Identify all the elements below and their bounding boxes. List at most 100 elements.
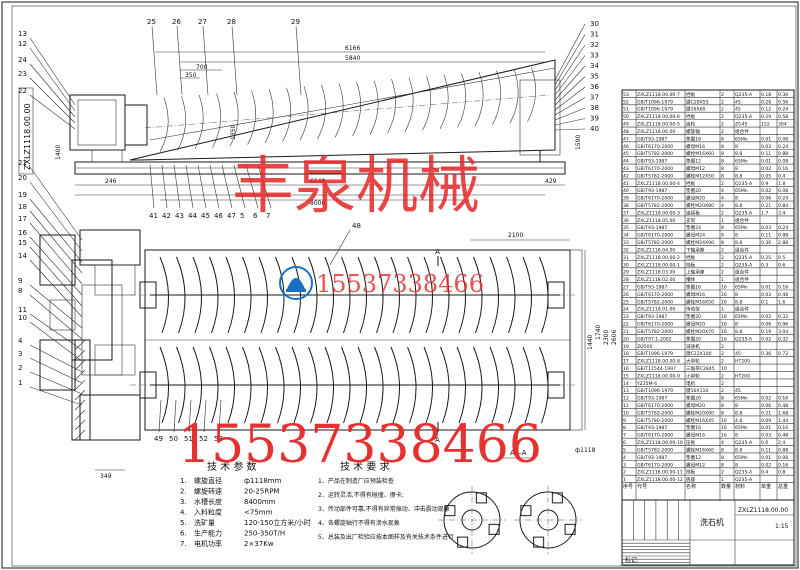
bom-cell: 16 [721,292,727,298]
bom-cell: 0.16 [778,462,788,468]
screw-flight [407,346,417,424]
bom-cell: Q235-A [735,114,753,120]
bom-cell: 0.32 [778,314,788,320]
bom-cell: 4 [721,203,724,209]
bom-cell: 2 [721,114,724,120]
bom-cell: 螺栓M24X90 [686,239,714,246]
bom-cell: 0.36 [761,240,771,246]
bom-cell: 垫圈16 [686,135,701,142]
bom-cell: 0.56 [778,99,788,105]
bom-cell: ZXLZ1118.00.00-6 [637,114,680,120]
bom-cell: 0.88 [778,447,788,453]
callout-number: 34 [590,62,599,70]
bom-cell: 46 [623,144,629,150]
bom-cell: 18 [623,351,629,357]
bom-cell: 0.8 [778,470,785,476]
screw-flight [473,256,483,334]
screw-flight [299,86,309,141]
bom-cell: 8.8 [735,299,742,305]
dim-6166: 6166 [345,45,360,52]
section-blade [551,492,563,504]
callout-number: 30 [590,20,599,28]
screw-flight [489,256,500,334]
bom-cell: 43 [623,166,629,172]
tech-param-value: 250-350T/H [244,530,285,538]
screw-flight [258,346,269,424]
bom-cell: 26 [623,292,629,298]
bom-cell: 0.6 [761,440,768,446]
bom-cell: 22 [623,322,629,328]
bom-cell: 8.8 [735,447,742,453]
drawing-number-rotated: ZXLZ1118.00.00 [23,103,32,170]
screw-flight [308,346,318,424]
bom-cell: 0.25 [761,255,771,261]
bom-cell: 16 [721,433,727,439]
bom-cell: 螺栓M16X60 [686,446,714,453]
bom-cell: Q235-A [735,470,753,476]
bom-cell: 螺母M16 [686,143,705,150]
bom-cell: 34 [623,233,629,239]
bom-cell: 压板 [686,439,696,446]
bom-cell: 65Mn [735,285,748,291]
bom-cell: 16 [721,418,727,424]
callout-number: 48 [352,222,361,230]
bom-cell: 4 [721,188,724,194]
bom-cell: 5 [623,447,626,453]
screw-flight [440,256,450,334]
bom-cell: ZXLZ1118.06.00 [637,129,675,135]
bom-cell: 键C28X55 [686,98,709,105]
callout-number: 31 [590,31,599,39]
callout-number: 9 [18,277,22,285]
bom-cell: 8 [721,455,724,461]
bom-cell: 49 [623,122,629,128]
bom-cell: ZXLZ1118.00.00-3 [637,210,680,216]
tech-param-number: 3. [180,498,187,506]
section-blade [475,492,487,504]
bom-header-cell: 数量 [721,483,731,490]
screw-flight [456,256,467,334]
bom-cell: GB/T5782-2000 [637,173,673,179]
tech-param-name: 电机功率 [194,539,222,548]
bom-cell: Q235-A [735,336,753,342]
bom-cell: GB/T6170-2000 [637,166,673,172]
bom-cell: Q235-A [735,440,753,446]
bom-cell: 0.4 [761,470,768,476]
bom-cell: 8 [721,233,724,239]
bom-cell: 0.6 [778,262,785,268]
callout-number: 2 [18,364,22,372]
bom-cell: 8 [721,225,724,231]
screw-flight [492,70,501,125]
bom-cell: ZXLZ1118.00.00-9 [637,373,680,379]
screw-flight [247,90,256,145]
bom-cell: 电机 [686,380,696,387]
bom-cell: Q235-A [735,210,753,216]
bom-cell: ZXLZ1118.00.00-1 [637,262,680,268]
bom-cell: Q235-A [735,181,753,187]
screw-flight [489,346,500,424]
bom-cell: 152 [761,122,770,128]
callout-number: 47 [227,212,236,220]
bom-cell: 8.8 [735,203,742,209]
callout-number: 5 [240,212,244,220]
bom-cell: 2 [721,470,724,476]
bom-header-cell: 代号 [637,483,647,490]
bom-cell: 16 [721,314,727,320]
bom-cell: 2.4 [778,440,785,446]
bom-cell: Q235-A [735,255,753,261]
callout-number: 36 [590,83,599,91]
bom-cell: 键16X60 [686,106,706,113]
section-mark-a-bottom: A [435,436,440,444]
bom-cell: ZXLZ1118.00.00-7 [637,92,680,98]
callout-number: 27 [198,18,207,26]
dim-1350: 1350 [230,125,237,140]
bom-cell: 0.84 [778,203,788,209]
tech-param-name: 生产能力 [194,529,222,538]
screw-flight [474,71,484,127]
tech-req-title: 技 术 要 求 [340,460,390,473]
bom-cell: 挡板 [686,113,696,120]
bom-cell: 传动架 [686,306,700,313]
screw-flight [258,256,269,334]
bom-header-cell: 序号 [623,483,633,490]
bom-cell: 16 [721,299,727,305]
